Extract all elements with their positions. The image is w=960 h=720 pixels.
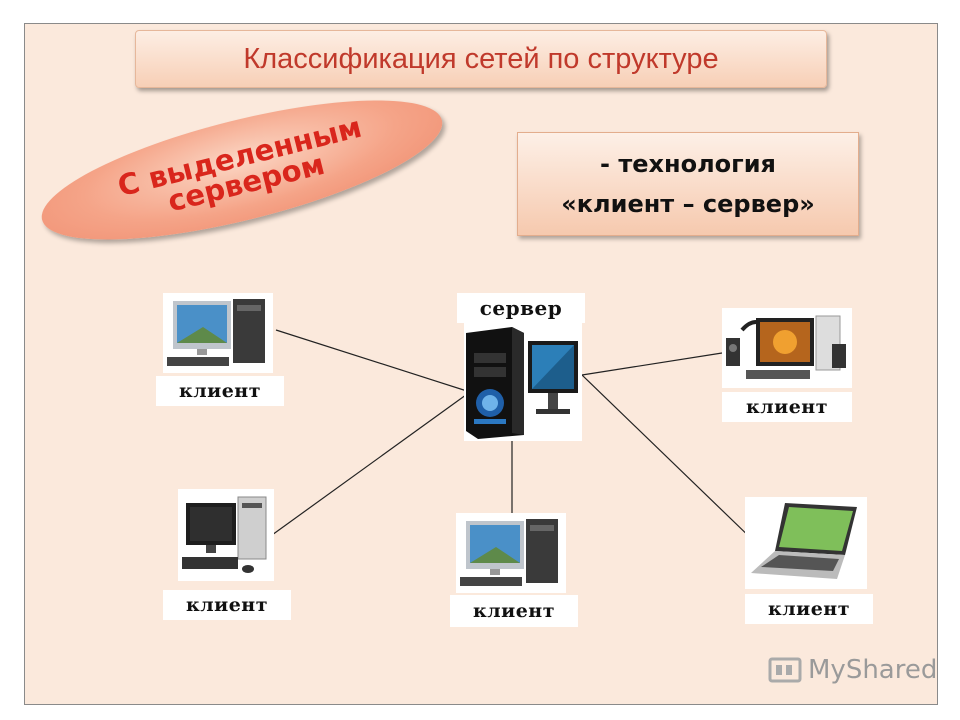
link-client-2 [581,352,723,376]
client-tile-2 [722,308,852,388]
server-tile [464,323,582,441]
link-client-5 [581,374,759,546]
myshared-logo-icon [768,657,802,683]
technology-line-2: «клиент – сервер» [561,190,815,218]
laptop-icon [751,503,857,579]
client-label-3: клиент [163,590,291,620]
client-tile-3 [178,489,274,581]
slide-title-text: Классификация сетей по структуре [243,42,719,75]
client-tile-1 [163,293,273,373]
server-label: сервер [457,293,585,323]
link-client-3 [271,391,471,536]
desktop-computer-speakers-icon [726,315,846,379]
slide-title: Классификация сетей по структуре [135,30,827,88]
watermark-text: MyShared [808,655,938,685]
technology-line-1: - технология [600,150,776,178]
desktop-computer-icon [460,519,558,586]
link-client-1 [275,329,471,393]
desktop-computer-icon [182,496,267,573]
technology-box: - технология «клиент – сервер» [517,132,859,236]
desktop-computer-icon [167,299,265,366]
client-label-2: клиент [722,392,852,422]
client-tile-5 [745,497,867,589]
client-label-1: клиент [156,376,284,406]
watermark: MyShared [768,655,937,685]
client-label-4: клиент [450,595,578,627]
client-tile-4 [456,513,566,593]
client-label-5: клиент [745,594,873,624]
server-tower-icon [466,327,578,439]
